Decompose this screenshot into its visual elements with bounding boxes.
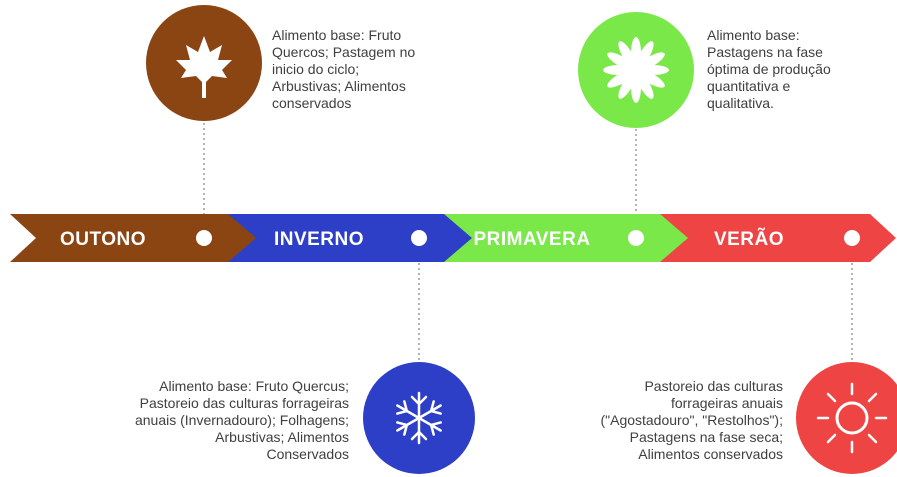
season-label-verao: VERÃO bbox=[714, 228, 784, 250]
description-line: qualitativa. bbox=[707, 95, 774, 111]
description-line: Pastagens na fase seca; bbox=[629, 429, 783, 445]
description-line: anuais (Invernadouro); Folhagens; bbox=[134, 412, 349, 428]
season-label-primavera: PRIMAVERA bbox=[473, 229, 590, 250]
maple-leaf-icon bbox=[146, 5, 262, 121]
description-line: Conservados bbox=[266, 446, 350, 462]
description-primavera: Alimento base: Pastagens na fase óptima … bbox=[707, 27, 831, 112]
description-line: Arbustivas; Alimentos bbox=[272, 78, 406, 94]
flower-icon bbox=[578, 12, 694, 128]
timeline-segment-inverno bbox=[228, 214, 474, 262]
description-line: forrageiras anuais bbox=[670, 395, 783, 411]
description-line: inicio do ciclo; bbox=[272, 61, 360, 77]
description-line: Quercos; Pastagem no bbox=[272, 44, 416, 60]
description-line: quantitativa e bbox=[707, 78, 791, 94]
description-line: conservados bbox=[272, 95, 352, 111]
season-label-inverno: INVERNO bbox=[274, 229, 364, 250]
timeline-dot-inverno bbox=[411, 230, 427, 246]
description-line: Pastoreio das culturas forrageiras bbox=[139, 395, 349, 411]
description-inverno: Alimento base: Fruto Quercus; Pastoreio … bbox=[135, 378, 349, 463]
description-line: ("Agostadouro", "Restolhos"); bbox=[600, 412, 783, 428]
description-line: Arbustivas; Alimentos bbox=[215, 429, 349, 445]
description-line: Alimento base: bbox=[707, 27, 800, 43]
snowflake-icon bbox=[363, 362, 475, 474]
description-outono: Alimento base: Fruto Quercos; Pastagem n… bbox=[272, 27, 415, 112]
description-line: óptima de produção bbox=[707, 61, 831, 77]
timeline-dot-outono bbox=[196, 230, 212, 246]
description-line: Pastagens na fase bbox=[707, 44, 823, 60]
timeline-segment-primavera bbox=[444, 214, 690, 262]
description-line: Alimento base: Fruto Quercus; bbox=[159, 378, 349, 394]
sun-icon bbox=[796, 362, 897, 474]
description-line: Alimento base: Fruto bbox=[272, 27, 402, 43]
timeline-dot-verao bbox=[844, 230, 860, 246]
timeline-segment-outono bbox=[10, 214, 258, 262]
timeline-segment-verao bbox=[660, 214, 896, 262]
description-line: Alimentos conservados bbox=[638, 446, 783, 462]
description-line: Pastoreio das culturas bbox=[644, 378, 783, 394]
season-label-outono: OUTONO bbox=[60, 229, 146, 250]
timeline-dot-primavera bbox=[628, 230, 644, 246]
description-verao: Pastoreio das culturas forrageiras anuai… bbox=[600, 378, 783, 463]
